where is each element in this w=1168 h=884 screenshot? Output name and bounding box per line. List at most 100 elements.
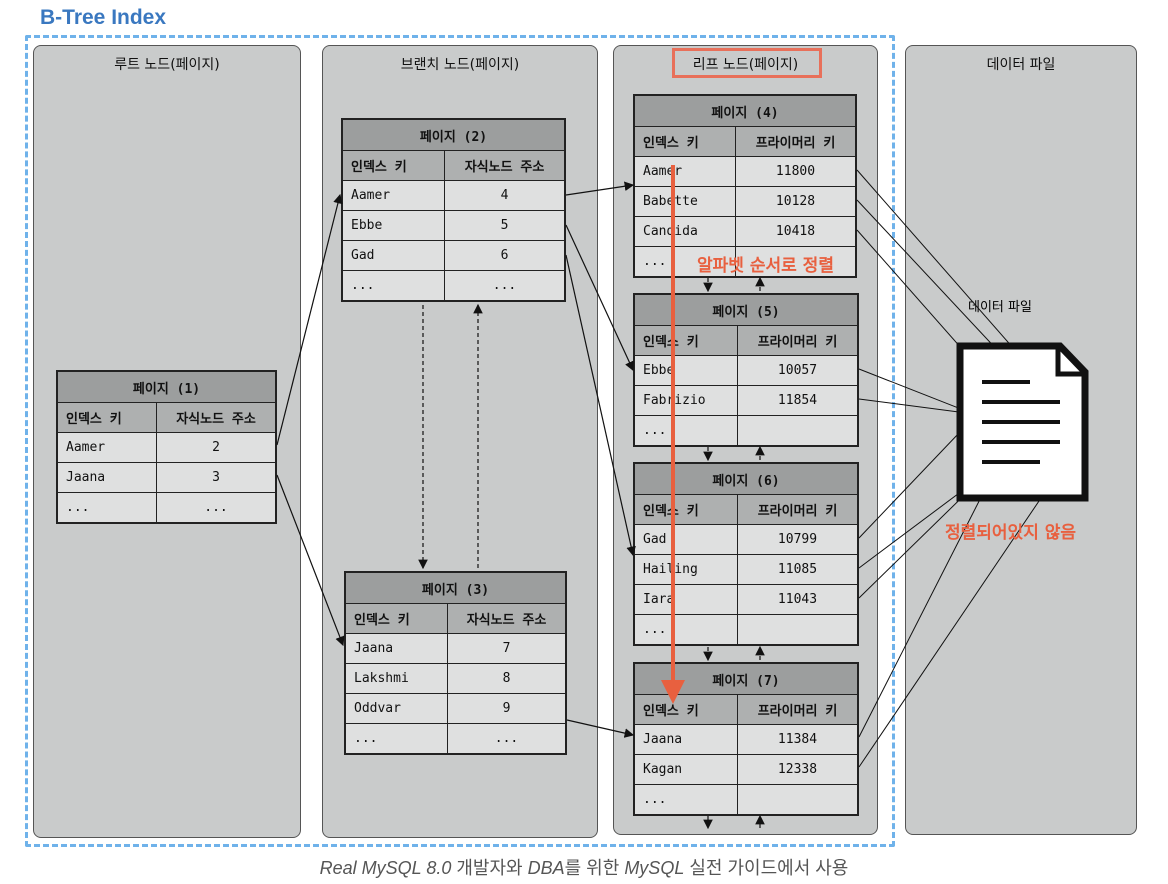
table-cell: ...: [635, 785, 738, 814]
table-cell: ...: [492, 278, 517, 293]
table-cell: ...: [204, 500, 228, 515]
root-node-title: 루트 노드(페이지): [114, 57, 220, 73]
table-row: ......: [58, 492, 275, 522]
page-header: 페이지 (4): [635, 96, 855, 126]
table-cell: 7: [502, 641, 511, 656]
table-cell: ...: [635, 247, 736, 276]
table-cell: Ebbe: [635, 356, 738, 385]
table-row: Jaana 3: [58, 462, 275, 492]
table-cell: 자식노드 주소: [466, 613, 547, 628]
table-cell: Jaana: [346, 634, 448, 663]
table-cell: 10799: [777, 532, 818, 547]
leaf-title-highlight: [672, 48, 822, 78]
table-cell: 2: [212, 440, 220, 455]
table-row: Jaana 7: [346, 633, 565, 663]
table-cell: 6: [500, 248, 509, 263]
table-cell: 인덱스 키: [343, 151, 445, 180]
table-cell: 인덱스 키: [635, 127, 736, 156]
table-cell: 인덱스 키: [635, 495, 738, 524]
caption-dba: DBA: [527, 858, 565, 878]
table-cell: Gad: [343, 241, 445, 270]
caption-book: Real MySQL 8.0: [319, 858, 452, 878]
table-cell: Kagan: [635, 755, 738, 784]
table-cell: 11854: [777, 393, 818, 408]
table-cell: 10057: [777, 363, 818, 378]
branch-node-title: 브랜치 노드(페이지): [400, 57, 520, 73]
table-cell: 10418: [775, 224, 816, 239]
caption-text: 를 위한: [564, 858, 625, 878]
table-cell: 자식노드 주소: [176, 412, 256, 427]
page-title: 페이지 (4): [711, 105, 779, 121]
table-cell: 인덱스 키: [346, 604, 448, 633]
table-cell: Iara: [635, 585, 738, 614]
table-cell: ...: [343, 271, 445, 300]
table-cell: 9: [502, 701, 511, 716]
page-header: 페이지 (1): [58, 372, 275, 402]
table-cell: ...: [635, 615, 738, 644]
data-file-title: 데이터 파일: [986, 57, 1056, 73]
table-row: ...: [635, 246, 855, 276]
table-cell: 11085: [777, 562, 818, 577]
table-row: Oddvar 9: [346, 693, 565, 723]
table-cell: Aamer: [58, 433, 157, 462]
table-cell: 자식노드 주소: [464, 160, 545, 175]
table-row: Lakshmi 8: [346, 663, 565, 693]
table-row: ...: [635, 784, 857, 814]
table-cell: Oddvar: [346, 694, 448, 723]
table-cell: 8: [502, 671, 511, 686]
page-title: 페이지 (5): [712, 304, 780, 320]
page-title: 페이지 (6): [712, 473, 780, 489]
table-row: Ebbe 5: [343, 210, 564, 240]
table-cell: 프라이머리 키: [757, 704, 838, 719]
table-cell: Gad: [635, 525, 738, 554]
table-cell: 11800: [775, 164, 816, 179]
table-cell: 11043: [777, 592, 818, 607]
table-cell: ...: [635, 416, 738, 445]
page-title: 페이지 (3): [421, 582, 490, 598]
page-title: 페이지 (1): [132, 381, 201, 397]
table-cell: 5: [500, 218, 509, 233]
table-cell: ...: [346, 724, 448, 753]
leaf-node-title: 리프 노드(페이지): [692, 57, 799, 73]
table-cell: 프라이머리 키: [755, 136, 836, 151]
table-cell: Jaana: [58, 463, 157, 492]
sorted-annotation: 알파벳 순서로 정렬: [697, 256, 834, 276]
table-row: ...: [635, 415, 857, 445]
column-header-row: 인덱스 키 자식노드 주소: [58, 402, 275, 432]
page-title: 페이지 (7): [712, 673, 780, 689]
table-row: Gad 10799: [635, 524, 857, 554]
diagram-title: B-Tree Index: [40, 6, 167, 29]
table-cell: 10128: [775, 194, 816, 209]
table-row: Aamer 2: [58, 432, 275, 462]
table-cell: Jaana: [635, 725, 738, 754]
table-cell: 11384: [777, 732, 818, 747]
table-row: Iara 11043: [635, 584, 857, 614]
table-row: ......: [343, 270, 564, 300]
table-cell: Ebbe: [343, 211, 445, 240]
table-cell: Lakshmi: [346, 664, 448, 693]
table-row: ......: [346, 723, 565, 753]
page-header: 페이지 (2): [343, 120, 564, 150]
table-row: ...: [635, 614, 857, 644]
unsorted-annotation: 정렬되어있지 않음: [945, 523, 1077, 543]
table-cell: 3: [212, 470, 220, 485]
sibling-links: [418, 276, 765, 830]
table-row: Gad 6: [343, 240, 564, 270]
table-cell: 인덱스 키: [635, 695, 738, 724]
table-cell: 인덱스 키: [58, 403, 157, 432]
table-cell: ...: [494, 731, 519, 746]
pointer-arrows: [276, 181, 636, 738]
column-header-row: 인덱스 키 자식노드 주소: [343, 150, 564, 180]
caption-mysql: MySQL: [624, 858, 685, 878]
table-cell: ...: [58, 493, 157, 522]
table-cell: 4: [500, 188, 509, 203]
table-cell: Babette: [635, 187, 736, 216]
